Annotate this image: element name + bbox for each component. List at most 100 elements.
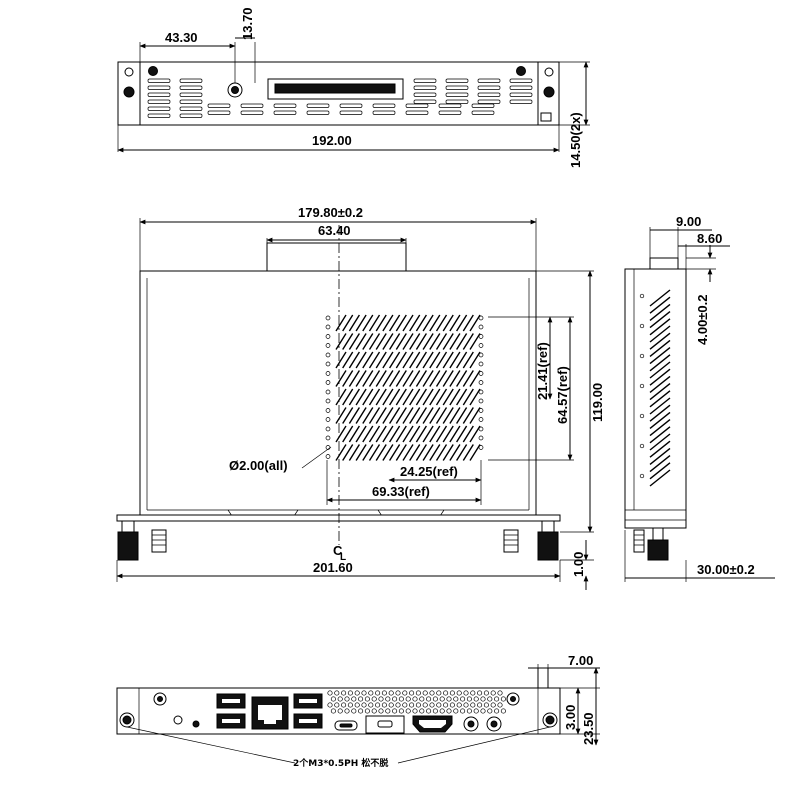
vent-slash — [415, 425, 427, 443]
vent-slash — [456, 314, 468, 332]
vent-slot — [306, 110, 330, 115]
vent-slash — [649, 440, 671, 458]
vent-hole — [330, 696, 336, 702]
vent-slash — [348, 407, 360, 424]
vent-slash — [442, 314, 454, 332]
vent-slot — [438, 110, 462, 115]
vent-hole — [480, 708, 486, 714]
vent-hole — [398, 696, 404, 702]
jack-post-icon — [633, 529, 645, 553]
dim-1-00: 1.00 — [571, 552, 586, 577]
vent-slash — [649, 455, 671, 473]
vent-hole — [494, 708, 500, 714]
thumb-screw-icon — [231, 86, 239, 94]
display-port-icon — [365, 715, 405, 734]
vent-slash — [415, 407, 427, 424]
vent-slash — [415, 370, 427, 387]
vent-hole — [325, 324, 331, 330]
screw-icon — [516, 66, 526, 76]
vent-hole — [446, 696, 452, 702]
vent-slot — [207, 110, 231, 115]
vent-slash — [335, 444, 347, 461]
vent-slash — [649, 318, 671, 336]
vent-hole — [395, 690, 401, 696]
vent-hole — [388, 690, 394, 696]
vent-hole — [378, 708, 384, 714]
antenna-connector-icon — [510, 696, 516, 702]
vent-slot — [471, 110, 495, 115]
vent-slash — [456, 407, 468, 424]
vent-hole — [371, 708, 377, 714]
dim-24-25: 24.25(ref) — [400, 464, 458, 479]
centerline-mark: C — [333, 543, 343, 558]
vent-hole — [368, 690, 374, 696]
vent-hole — [334, 690, 340, 696]
vent-slash — [649, 404, 671, 422]
vent-hole — [341, 690, 347, 696]
vent-hole — [388, 702, 394, 708]
vent-hole — [325, 435, 331, 441]
vent-hole — [385, 708, 391, 714]
vent-hole — [351, 696, 357, 702]
vent-hole — [639, 383, 645, 389]
vent-hole — [477, 702, 483, 708]
vent-slot — [273, 103, 297, 108]
vent-hole — [497, 702, 503, 708]
vent-slot — [240, 103, 264, 108]
dim-69-33: 69.33(ref) — [372, 484, 430, 499]
vent-hole — [478, 408, 484, 413]
vent-slot — [477, 85, 501, 90]
vent-hole — [470, 690, 476, 696]
vent-slot — [477, 99, 501, 104]
vent-slash — [355, 388, 367, 406]
vent-hole — [405, 708, 411, 714]
vent-slash — [409, 425, 421, 443]
vent-hole — [478, 398, 484, 404]
antenna-connector-icon — [153, 692, 167, 706]
vent-hole — [361, 702, 367, 708]
vent-hole — [456, 702, 462, 708]
vent-slash — [389, 425, 401, 443]
vent-slash — [348, 425, 360, 443]
vent-slash — [375, 388, 387, 406]
base-plate — [116, 514, 561, 522]
vent-slash — [462, 407, 474, 424]
vent-slash — [395, 333, 407, 350]
vent-hole — [325, 361, 331, 367]
vent-slash — [409, 444, 421, 461]
vent-hole — [378, 696, 384, 702]
vent-hole — [426, 708, 432, 714]
vent-slash — [462, 333, 474, 350]
vent-slash — [409, 370, 421, 387]
vent-hole — [371, 696, 377, 702]
vent-slot — [147, 106, 171, 111]
vent-slot — [147, 78, 171, 83]
vent-slash — [442, 388, 454, 406]
vent-slot — [509, 85, 533, 90]
vent-hole — [364, 708, 370, 714]
vent-slash — [375, 425, 387, 443]
dim-7-00: 7.00 — [568, 653, 593, 668]
vent-hole — [466, 696, 472, 702]
mount-hole-icon — [544, 67, 554, 77]
vent-slash — [435, 333, 448, 350]
vent-slash — [469, 425, 481, 443]
io-vent-dots — [327, 690, 506, 714]
vent-slash — [462, 425, 474, 443]
vent-slot — [413, 99, 437, 104]
vent-slash — [442, 351, 454, 369]
vent-slash — [649, 361, 671, 379]
power-button-icon — [173, 715, 183, 725]
vent-slash — [335, 370, 347, 387]
vent-slash — [449, 314, 461, 332]
vent-slash — [462, 314, 474, 332]
vent-slash — [415, 351, 427, 369]
vent-hole — [460, 696, 466, 702]
vent-slash — [429, 314, 441, 332]
vent-slash — [456, 444, 468, 461]
vent-slash — [382, 407, 394, 424]
vent-hole — [381, 702, 387, 708]
vent-slot — [179, 106, 203, 111]
top-vent-slots — [147, 78, 533, 118]
dim-8-60: 8.60 — [697, 231, 722, 246]
